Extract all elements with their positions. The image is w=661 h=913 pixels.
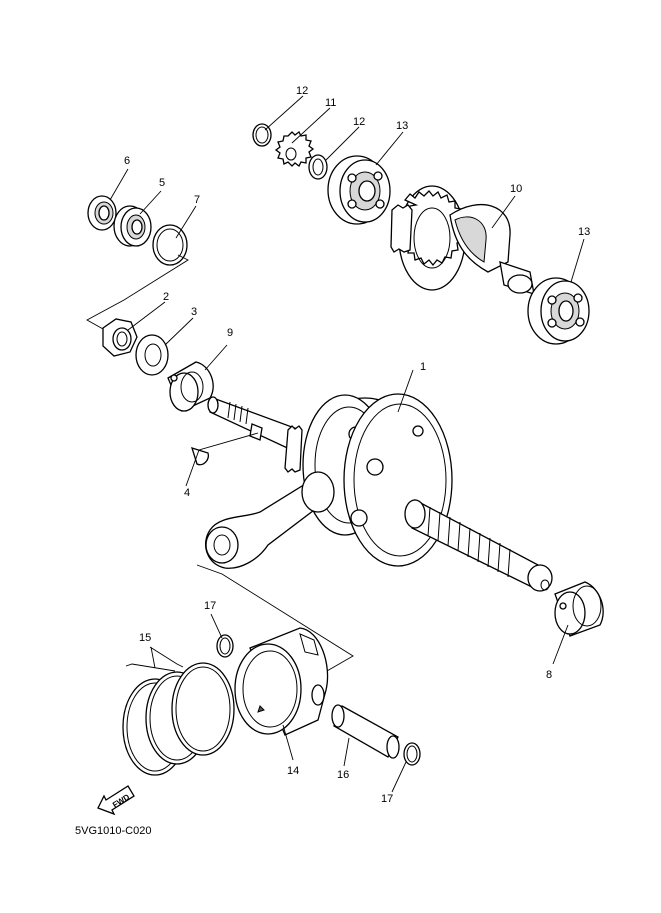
callout-8: 8 <box>546 669 552 681</box>
callout-6: 6 <box>124 155 130 167</box>
callout-15: 15 <box>139 632 151 644</box>
circlip-7[interactable] <box>152 224 188 266</box>
callout-13-upper: 13 <box>396 120 408 132</box>
nut-2[interactable] <box>102 318 138 357</box>
callout-13-right: 13 <box>578 226 590 238</box>
piston-pin-16[interactable] <box>331 704 400 759</box>
circlip-12-upper[interactable] <box>252 123 272 147</box>
crankshaft-1[interactable] <box>205 393 553 592</box>
callout-5: 5 <box>159 177 165 189</box>
leader-lines <box>109 95 585 793</box>
bearing-13-upper[interactable] <box>327 155 391 225</box>
diagram-code: 5VG1010-C020 <box>75 825 151 837</box>
callout-16: 16 <box>337 769 349 781</box>
piston-14[interactable] <box>234 627 329 736</box>
callout-labels: 1 2 3 4 5 6 7 8 9 10 11 12 12 13 13 14 1… <box>124 85 590 805</box>
callout-14: 14 <box>287 765 299 777</box>
bush-8[interactable] <box>554 581 604 637</box>
callout-4: 4 <box>184 487 190 499</box>
callout-1: 1 <box>420 361 426 373</box>
callout-12-upper: 12 <box>296 85 308 97</box>
piston-rings-15[interactable] <box>122 662 235 776</box>
callout-10: 10 <box>510 183 522 195</box>
piston-pin-clip-17-upper[interactable] <box>216 634 234 658</box>
washer-3[interactable] <box>135 334 169 376</box>
balancer-shaft-10[interactable] <box>390 185 535 295</box>
circlip-12-lower[interactable] <box>308 154 328 180</box>
key-4[interactable] <box>191 447 209 466</box>
callout-11: 11 <box>325 97 336 109</box>
oil-seal-6[interactable] <box>87 195 117 231</box>
fwd-arrow-icon: FWD <box>97 785 135 816</box>
callout-17-lower: 17 <box>381 793 393 805</box>
callout-17-upper: 17 <box>204 600 216 612</box>
callout-9: 9 <box>227 327 233 339</box>
callout-2: 2 <box>163 291 169 303</box>
piston-pin-clip-17-lower[interactable] <box>403 742 421 766</box>
callout-3: 3 <box>191 306 197 318</box>
bearing-13-right[interactable] <box>527 277 590 345</box>
gear-11[interactable] <box>274 131 315 167</box>
bush-9[interactable] <box>167 361 214 412</box>
bearing-5[interactable] <box>113 205 152 247</box>
callout-7: 7 <box>194 194 200 206</box>
callout-12-lower: 12 <box>353 116 365 128</box>
